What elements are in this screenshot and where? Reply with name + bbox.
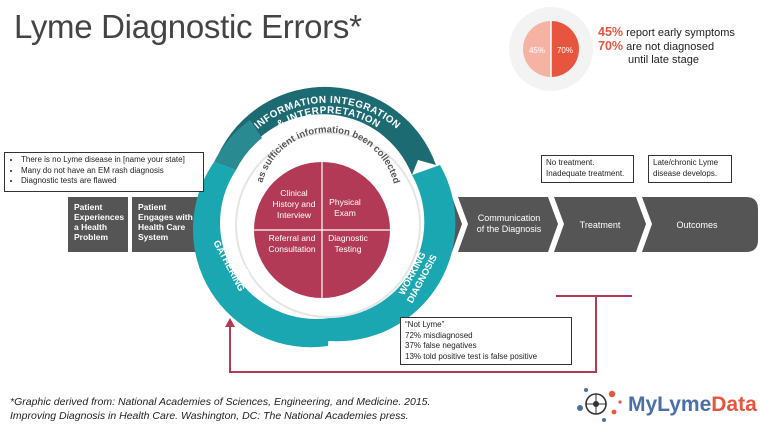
quadrant-referral-1: Referral and bbox=[269, 233, 316, 243]
step2-line1: Patient bbox=[138, 202, 167, 212]
not-lyme-line4: 13% told positive test is false positive bbox=[405, 351, 538, 361]
flow-chevron-3 bbox=[636, 197, 652, 252]
outcome-note-line2: disease develops. bbox=[653, 168, 718, 178]
step2-line4: System bbox=[138, 232, 169, 242]
left-note-item-1: There is no Lyme disease in [name your s… bbox=[21, 155, 199, 166]
feedback-loop-line bbox=[229, 296, 597, 373]
pie-label-right: 70% bbox=[557, 46, 573, 55]
inner-ring-outline bbox=[235, 132, 421, 318]
left-note-item-2: Many do not have an EM rash diagnosis bbox=[21, 166, 199, 177]
step2-line3: Health Care bbox=[138, 222, 186, 232]
logo-mark-icon bbox=[577, 388, 622, 422]
flow-box-experiences bbox=[68, 197, 128, 252]
quadrant-diagnostic-2: Testing bbox=[335, 244, 362, 254]
left-note-item-3: Diagnostic tests are flawed bbox=[21, 176, 199, 187]
stat-not-diagnosed: 70% are not diagnosed bbox=[598, 40, 714, 54]
quadrant-clinical-3: Interview bbox=[277, 210, 312, 220]
ring-gathering-segment bbox=[192, 162, 330, 348]
outcome-note-line1: Late/chronic Lyme bbox=[653, 158, 719, 167]
step1-line1: Patient bbox=[74, 202, 103, 212]
quadrant-clinical-1: Clinical bbox=[280, 188, 308, 198]
treatment-note-line1: No treatment. bbox=[546, 158, 595, 167]
not-lyme-line3: 37% false negatives bbox=[405, 341, 477, 350]
step5-label: Outcomes bbox=[676, 220, 718, 230]
stat-early-text: report early symptoms bbox=[623, 27, 735, 39]
not-lyme-note-box: “Not Lyme” 72% misdiagnosed 37% false ne… bbox=[400, 317, 572, 365]
step3-line2: of the Diagnosis bbox=[477, 224, 542, 234]
stat-early-pct: 45% bbox=[598, 25, 624, 39]
footnote-line2: Improving Diagnosis in Health Care. Wash… bbox=[10, 410, 409, 422]
quadrant-clinical-2: History and bbox=[273, 199, 316, 209]
step1-line3: a Health bbox=[74, 222, 107, 232]
quadrant-diagnostic-1: Diagnostic bbox=[328, 233, 368, 243]
stat-not-dx-pct: 70% bbox=[598, 39, 624, 53]
footnote: *Graphic derived from: National Academie… bbox=[10, 395, 430, 423]
ring-integration-segment bbox=[218, 86, 436, 175]
pie-slice-not-diagnosed bbox=[551, 21, 579, 77]
step3-line1: Communication bbox=[478, 213, 541, 223]
treatment-note-box: No treatment. Inadequate treatment. bbox=[541, 155, 634, 183]
logo-part1: MyLyme bbox=[628, 393, 712, 416]
stat-early-symptoms: 45% report early symptoms bbox=[598, 26, 735, 40]
quadrant-referral-2: Consultation bbox=[268, 244, 316, 254]
step4-label: Treatment bbox=[580, 220, 621, 230]
not-lyme-line1: “Not Lyme” bbox=[405, 320, 445, 329]
flow-box-engages bbox=[132, 197, 200, 252]
page-title: Lyme Diagnostic Errors* bbox=[14, 8, 362, 45]
step1-line2: Experiences bbox=[74, 212, 124, 222]
flow-chevron-1 bbox=[452, 197, 468, 252]
outcome-note-box: Late/chronic Lyme disease develops. bbox=[648, 155, 732, 183]
ring-working-diagnosis-segment bbox=[320, 165, 456, 342]
pie-label-left: 45% bbox=[529, 46, 545, 55]
stat-pie-chart: 45% 70% bbox=[509, 7, 593, 91]
treatment-note-line2: Inadequate treatment. bbox=[546, 168, 625, 178]
pie-slice-early bbox=[523, 21, 551, 77]
flow-chevron-2 bbox=[548, 197, 564, 252]
quadrant-physical-1: Physical bbox=[329, 197, 361, 207]
stat-late-stage: until late stage bbox=[628, 54, 699, 66]
not-lyme-line2: 72% misdiagnosed bbox=[405, 330, 473, 340]
footnote-line1: *Graphic derived from: National Academie… bbox=[10, 396, 431, 408]
logo-wordmark: MyLymeData bbox=[628, 393, 757, 417]
left-note-box: There is no Lyme disease in [name your s… bbox=[4, 152, 204, 192]
ring-gathering-top bbox=[214, 120, 262, 170]
step2-line2: Engages with bbox=[138, 212, 193, 222]
stat-not-dx-text: are not diagnosed bbox=[623, 41, 715, 53]
quadrant-physical-2: Exam bbox=[334, 208, 356, 218]
logo-part2: Data bbox=[711, 393, 757, 416]
step1-line4: Problem bbox=[74, 232, 108, 242]
feedback-arrow-head bbox=[225, 318, 235, 327]
flow-band-right bbox=[440, 197, 758, 252]
